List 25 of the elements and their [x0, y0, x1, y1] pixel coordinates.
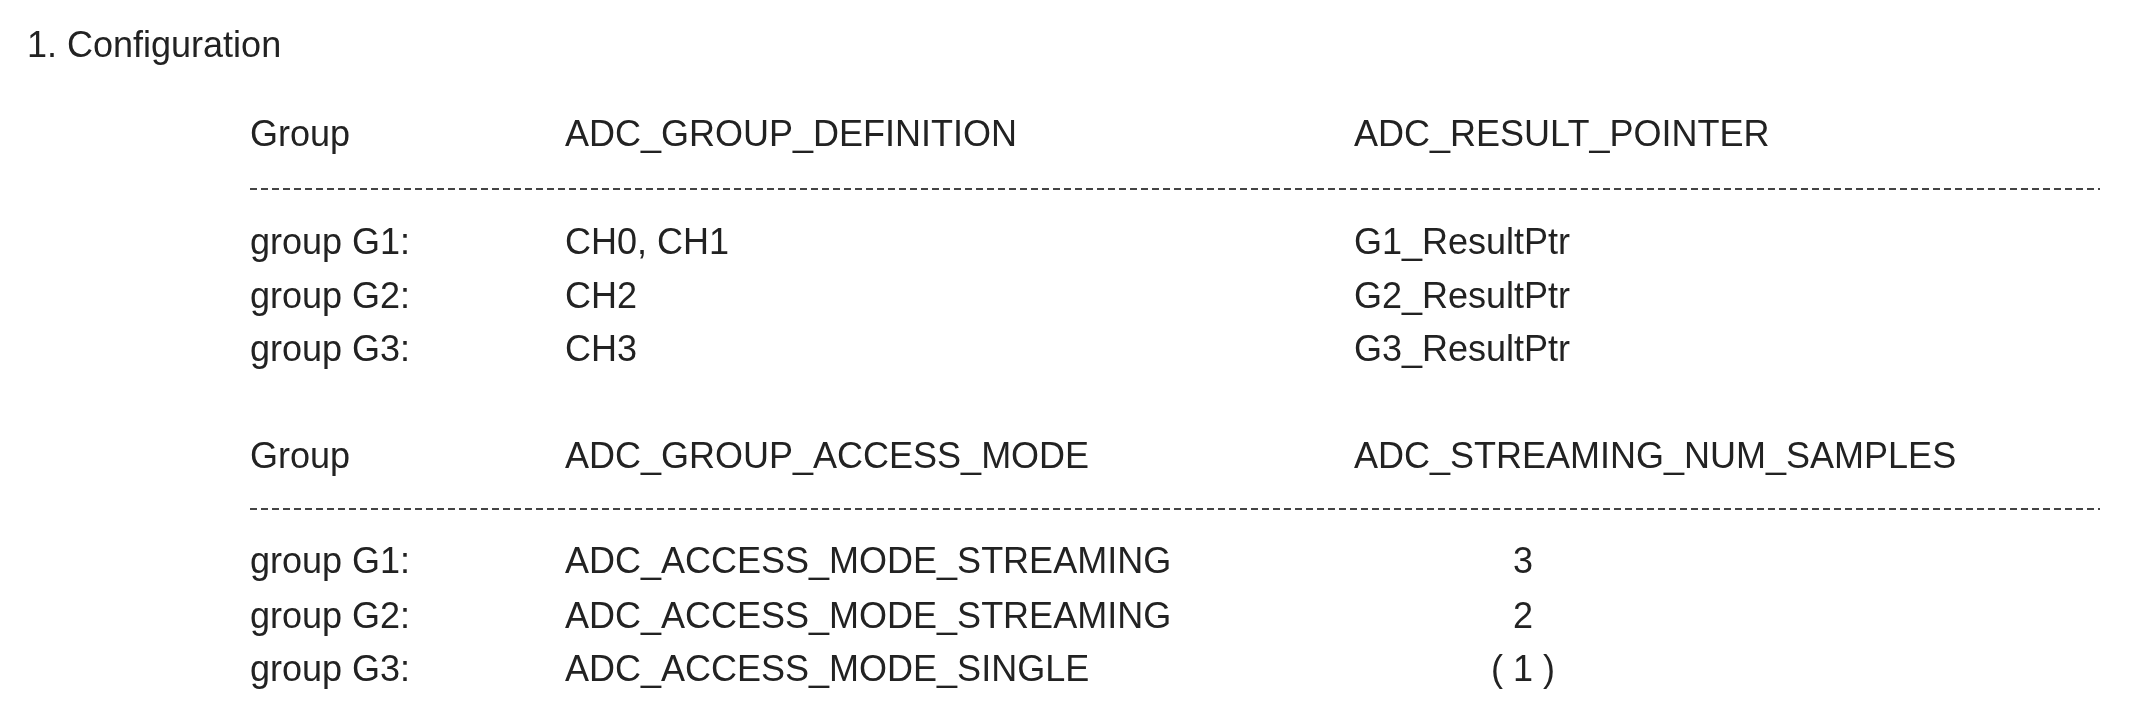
- table-cell: 2: [1513, 598, 1533, 634]
- table-cell: G1_ResultPtr: [1354, 224, 1571, 260]
- table-cell: group G1:: [250, 224, 411, 260]
- table-cell: group G3:: [250, 651, 411, 687]
- table-cell: G3_ResultPtr: [1354, 331, 1571, 367]
- table-cell: CH2: [565, 278, 638, 314]
- table-cell: ( 1 ): [1491, 651, 1555, 687]
- table-cell: 3: [1513, 543, 1533, 579]
- table-cell: ADC_ACCESS_MODE_STREAMING: [565, 598, 1172, 634]
- table-cell: ADC_ACCESS_MODE_STREAMING: [565, 543, 1172, 579]
- column-header: ADC_GROUP_DEFINITION: [565, 116, 1018, 152]
- table-cell: group G1:: [250, 543, 411, 579]
- column-header: ADC_STREAMING_NUM_SAMPLES: [1354, 438, 1957, 474]
- column-header: ADC_GROUP_ACCESS_MODE: [565, 438, 1090, 474]
- table-cell: group G2:: [250, 278, 411, 314]
- table-cell: ADC_ACCESS_MODE_SINGLE: [565, 651, 1090, 687]
- table-cell: group G3:: [250, 331, 411, 367]
- section-heading: 1. Configuration: [27, 27, 282, 63]
- column-header: Group: [250, 438, 351, 474]
- table-cell: G2_ResultPtr: [1354, 278, 1571, 314]
- column-header: Group: [250, 116, 351, 152]
- table-cell: group G2:: [250, 598, 411, 634]
- column-header: ADC_RESULT_POINTER: [1354, 116, 1770, 152]
- table-cell: CH3: [565, 331, 638, 367]
- table-cell: CH0, CH1: [565, 224, 730, 260]
